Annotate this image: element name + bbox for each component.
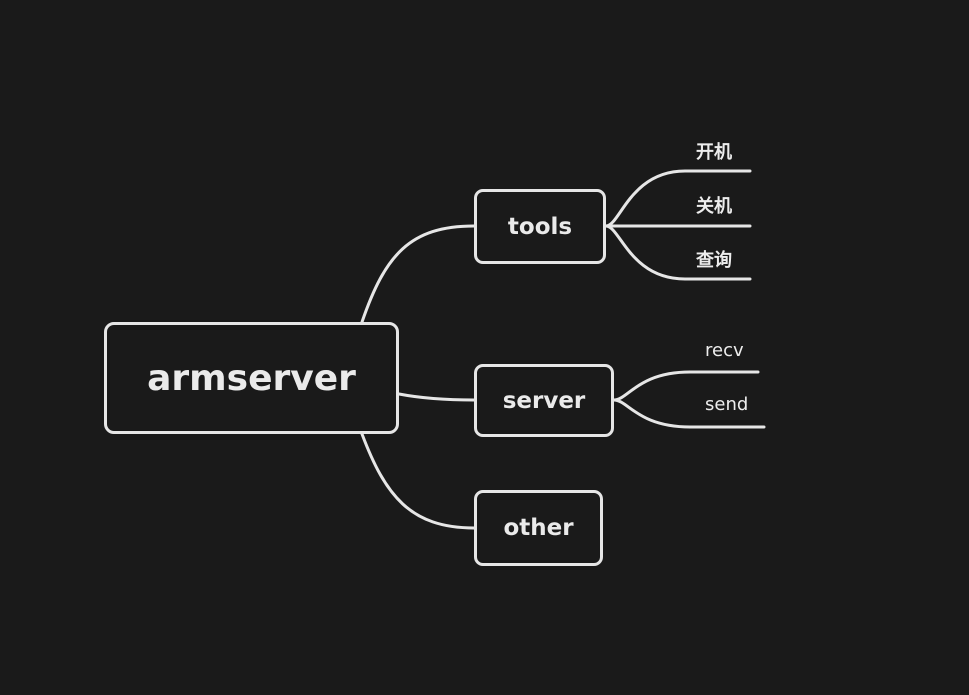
connector-root-other: [360, 432, 476, 530]
connector-server-leaf-2: [612, 398, 766, 429]
leaf-node-power-off[interactable]: 关机: [696, 196, 732, 217]
branch-node-label: tools: [507, 213, 573, 240]
leaf-node-power-on[interactable]: 开机: [696, 142, 732, 163]
connector-tools-leaf-3: [604, 224, 752, 281]
connector-server-leaf-1: [612, 370, 760, 402]
branch-node-tools[interactable]: tools: [474, 189, 606, 264]
leaf-node-query[interactable]: 查询: [696, 250, 732, 271]
leaf-node-send[interactable]: send: [705, 394, 749, 415]
branch-node-server[interactable]: server: [474, 364, 614, 437]
root-node-label: armserver: [147, 357, 356, 399]
root-node[interactable]: armserver: [104, 322, 399, 434]
connector-root-tools: [360, 224, 476, 324]
branch-node-label: other: [503, 515, 574, 541]
leaf-node-recv[interactable]: recv: [705, 340, 744, 361]
connector-root-server: [397, 392, 476, 402]
connector-tools-leaf-1: [604, 169, 752, 228]
branch-node-other[interactable]: other: [474, 490, 603, 566]
branch-node-label: server: [502, 387, 586, 414]
